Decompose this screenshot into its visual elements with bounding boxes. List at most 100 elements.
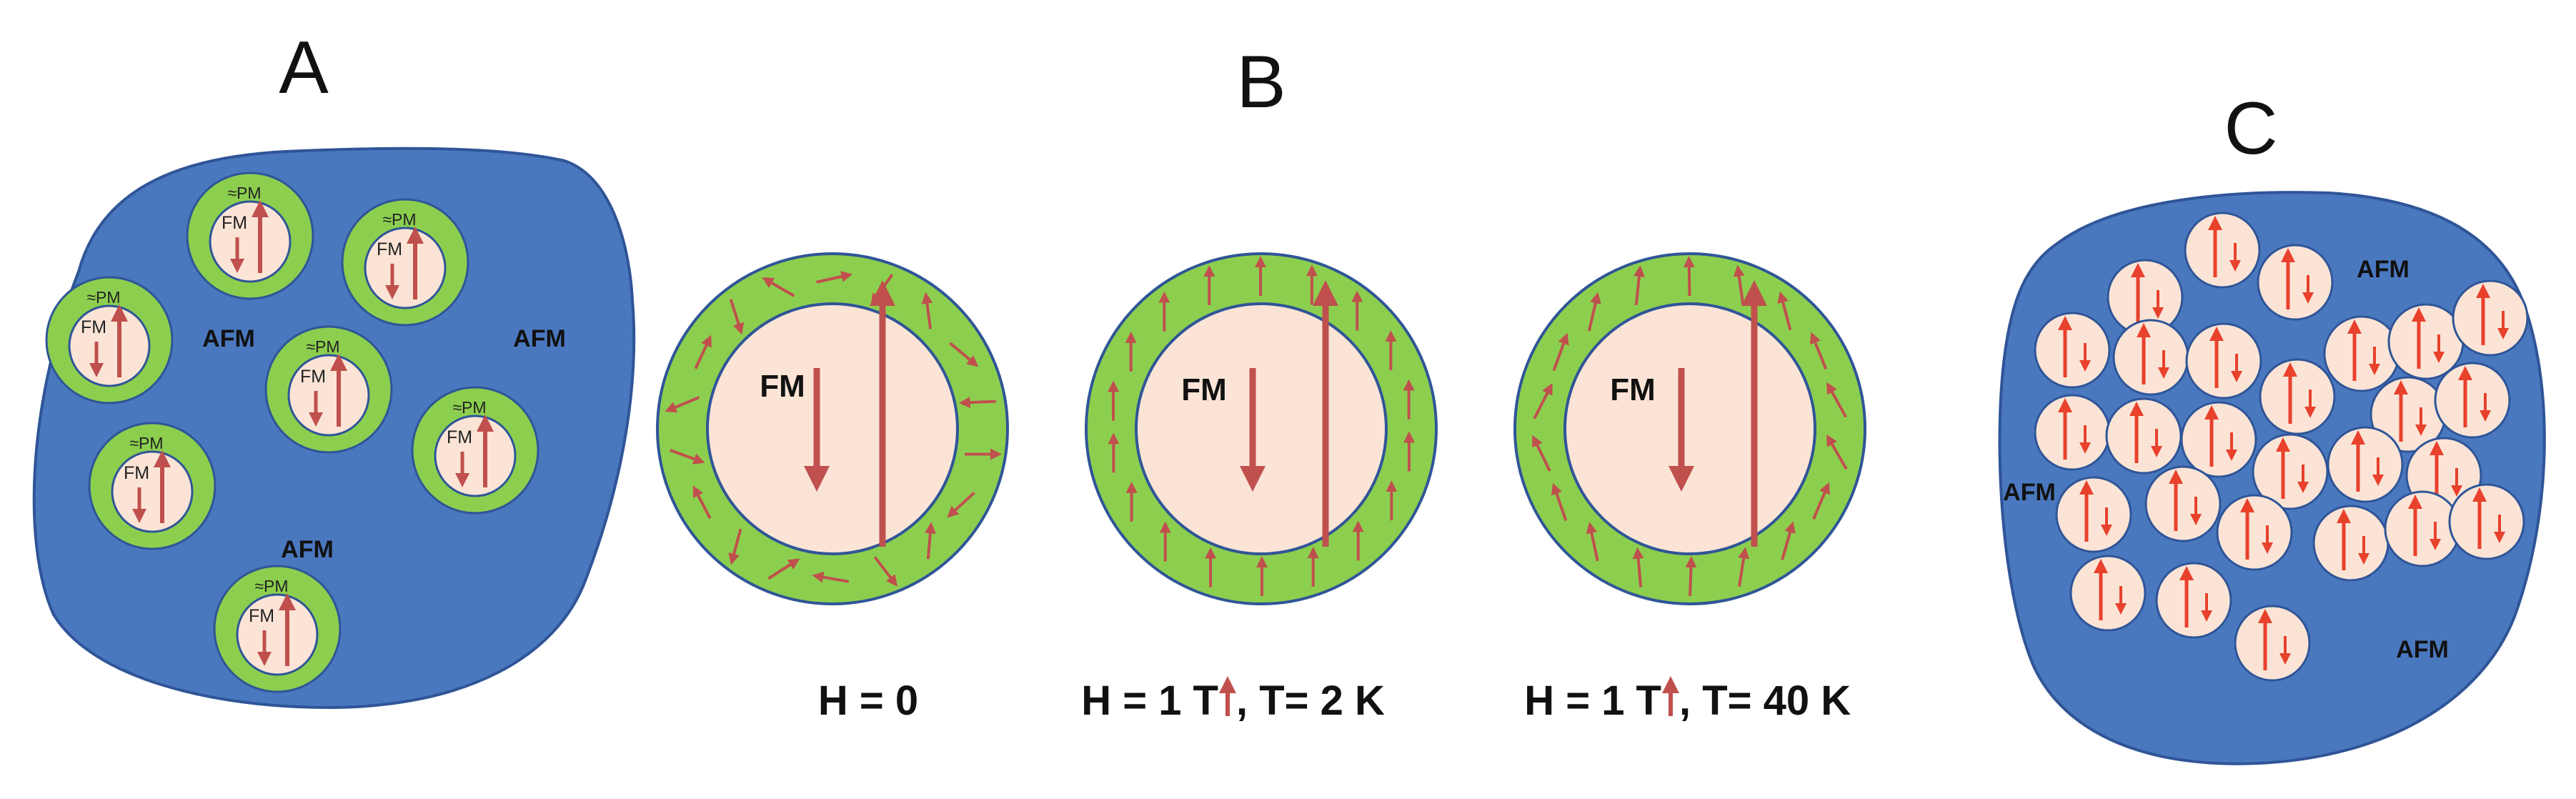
core-label: FM: [1181, 372, 1227, 407]
fm-core: [2112, 319, 2189, 396]
spin-arrow: [873, 556, 897, 587]
core-label: FM: [760, 369, 805, 404]
fm-core: [2234, 605, 2311, 682]
condition-label-40k: H = 1 T , T= 40 K: [1524, 676, 1851, 724]
fm-particle: [2105, 397, 2182, 475]
spin-arrow: [670, 448, 705, 465]
spin-arrow: [1685, 556, 1697, 597]
fm-particle: [2323, 315, 2400, 392]
spin-arrow: [692, 485, 712, 520]
fm-particle: [2034, 394, 2111, 471]
fm-core: [706, 302, 959, 555]
spin-arrow: [1737, 547, 1750, 587]
core-shell-particle-large: FM: [656, 252, 1009, 605]
spin-arrow: [1551, 482, 1568, 522]
fm-particle: [2327, 426, 2404, 503]
fm-particle: [2069, 555, 2147, 632]
fm-core: [2252, 433, 2329, 510]
spin-arrow: [870, 274, 894, 305]
svg-text:, T= 40 K: , T= 40 K: [1679, 678, 1851, 724]
condition-label-h0: H = 0: [818, 678, 918, 724]
fm-particle: [2055, 476, 2132, 553]
afm-label: AFM: [2003, 479, 2056, 506]
spin-arrow: [728, 528, 742, 565]
fm-core: [2105, 397, 2182, 475]
fm-particle: [2452, 279, 2529, 357]
svg-text:H = 1 T: H = 1 T: [1081, 678, 1218, 724]
spin-arrow: [1777, 291, 1792, 331]
spin-arrow: [1812, 482, 1830, 520]
fm-core: [2180, 401, 2257, 478]
spin-arrow: [1683, 256, 1695, 297]
spin-arrow: [694, 334, 712, 369]
panel-c-letter: C: [2224, 87, 2277, 170]
core-label: FM: [222, 213, 247, 233]
fm-core: [2185, 322, 2262, 400]
fm-core: [2216, 494, 2293, 571]
afm-label: AFM: [513, 325, 566, 352]
fm-particle: [2234, 605, 2311, 682]
fm-particle: [2185, 322, 2262, 400]
shell-label: ≈PM: [227, 184, 261, 202]
afm-label: AFM: [202, 325, 255, 352]
fm-particle: [2252, 433, 2329, 510]
fm-core: [2034, 312, 2111, 389]
svg-text:H = 1 T: H = 1 T: [1524, 678, 1661, 724]
fm-particle: [2312, 505, 2389, 582]
fm-particle: [2034, 312, 2111, 389]
fm-particle: [2155, 562, 2232, 639]
spin-arrow: [1826, 382, 1848, 418]
fm-particle: [2112, 319, 2189, 396]
spin-arrow: [1632, 547, 1644, 587]
spin-arrow: [1586, 522, 1599, 562]
fm-particle: [2434, 362, 2511, 439]
spin-arrow: [1587, 292, 1601, 332]
spin-arrow: [762, 277, 795, 297]
fm-core: [2257, 244, 2334, 321]
fm-particle: [2387, 303, 2465, 380]
spin-arrow: [1781, 521, 1796, 560]
core-label: FM: [81, 317, 106, 337]
fm-core: [2034, 394, 2111, 471]
afm-label: AFM: [2357, 256, 2410, 283]
spin-arrow: [947, 491, 975, 518]
fm-core: [2452, 279, 2529, 357]
spin-arrow: [1532, 435, 1551, 472]
fm-core: [2055, 476, 2132, 553]
core-shell-particle-large: FM: [1513, 252, 1866, 605]
condition-label-2k: H = 1 T , T= 2 K: [1081, 676, 1385, 724]
fm-core: [2144, 465, 2222, 542]
svg-text:, T= 2 K: , T= 2 K: [1236, 678, 1385, 724]
shell-label: ≈PM: [129, 434, 163, 452]
core-shell-particle: ≈PM FM: [186, 172, 314, 300]
spin-arrow: [1633, 265, 1645, 306]
core-shell-particle-large: FM: [1085, 252, 1438, 605]
core-label: FM: [447, 427, 472, 447]
spin-arrow: [1552, 332, 1569, 372]
shell-label: ≈PM: [452, 398, 486, 417]
core-shell-particle: ≈PM FM: [411, 386, 539, 515]
core-label: FM: [300, 367, 326, 387]
fm-core: [2448, 483, 2525, 560]
fm-core: [2323, 315, 2400, 392]
spin-arrow: [949, 342, 979, 367]
core-label: FM: [249, 606, 274, 626]
fm-particle: [2144, 465, 2222, 542]
afm-label: AFM: [2396, 636, 2449, 663]
fm-core: [2312, 505, 2389, 582]
fm-core: [2069, 555, 2147, 632]
fm-particle: [2384, 490, 2461, 567]
spin-arrow: [1533, 382, 1553, 420]
spin-arrow: [958, 397, 996, 409]
spin-arrow: [921, 292, 933, 329]
afm-label: AFM: [281, 536, 334, 563]
fm-core: [2434, 362, 2511, 439]
spin-arrow: [1826, 434, 1848, 470]
